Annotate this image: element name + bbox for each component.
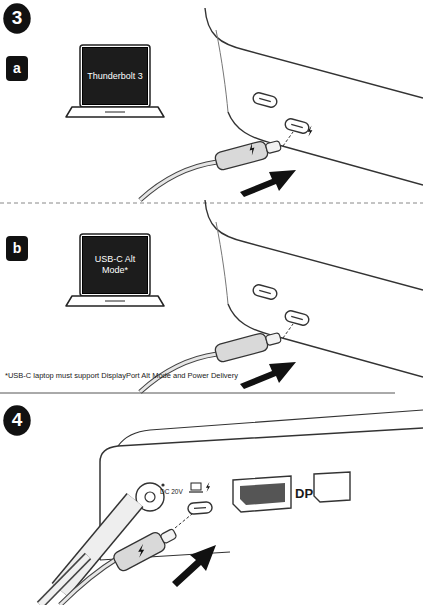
- screen-text: Thunderbolt 3: [87, 71, 143, 82]
- step-label: 4: [12, 409, 23, 432]
- step-label: a: [13, 60, 21, 77]
- port-label: DC 20V: [160, 488, 183, 495]
- step-number: 3: [3, 3, 31, 34]
- laptop-screen: USB-C Alt Mode*: [82, 236, 148, 294]
- step-label: b: [13, 240, 22, 257]
- footnote: *USB-C laptop must support DisplayPort A…: [5, 371, 238, 380]
- screen-text: USB-C Alt Mode*: [87, 254, 143, 276]
- step-number: 4: [3, 405, 31, 436]
- port-label: DP: [295, 486, 313, 501]
- substep-letter: a: [6, 56, 28, 81]
- step-label: 3: [12, 7, 23, 30]
- laptop-screen: Thunderbolt 3: [82, 47, 148, 105]
- substep-letter: b: [6, 236, 28, 261]
